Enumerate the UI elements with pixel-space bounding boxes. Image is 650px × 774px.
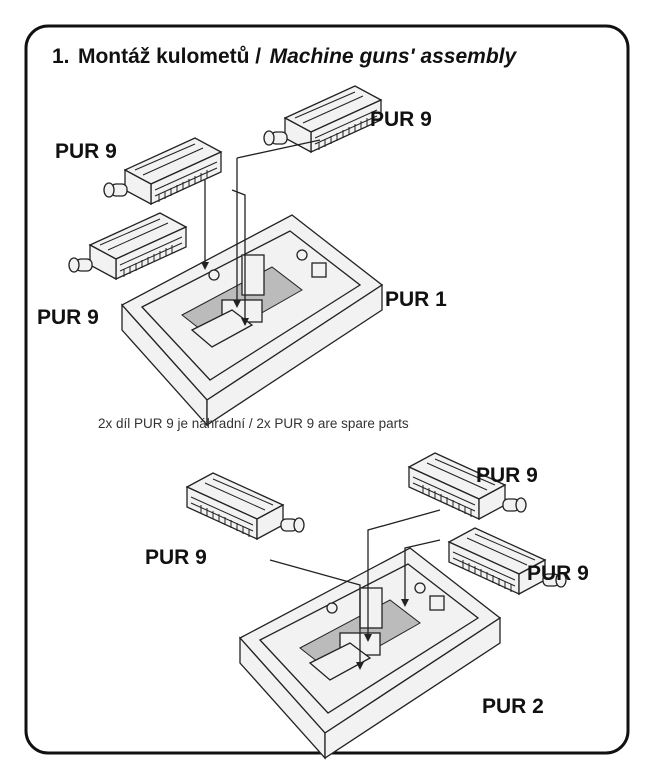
tray-pur2: [239, 547, 501, 759]
gun-part-lower-left: [68, 212, 187, 280]
label-pur9-f: PUR 9: [527, 562, 589, 585]
label-pur9-e: PUR 9: [145, 546, 207, 569]
assembly-arrows-top: [201, 139, 321, 326]
gun-part-bottom-left: [186, 472, 305, 540]
gun-part-upper-left: [103, 137, 222, 205]
spare-parts-note: 2x díl PUR 9 je náhradní / 2x PUR 9 are …: [98, 416, 409, 431]
assembly-arrows-bottom: [269, 509, 441, 670]
label-pur9-a: PUR 9: [55, 140, 117, 163]
label-pur9-b: PUR 9: [370, 108, 432, 131]
label-pur9-c: PUR 9: [37, 306, 99, 329]
label-pur9-d: PUR 9: [476, 464, 538, 487]
gun-part-top: [263, 85, 382, 153]
label-pur2: PUR 2: [482, 695, 544, 718]
label-pur1: PUR 1: [385, 288, 447, 311]
section-title: 1. Montáž kulometů / Machine guns' assem…: [52, 45, 517, 68]
